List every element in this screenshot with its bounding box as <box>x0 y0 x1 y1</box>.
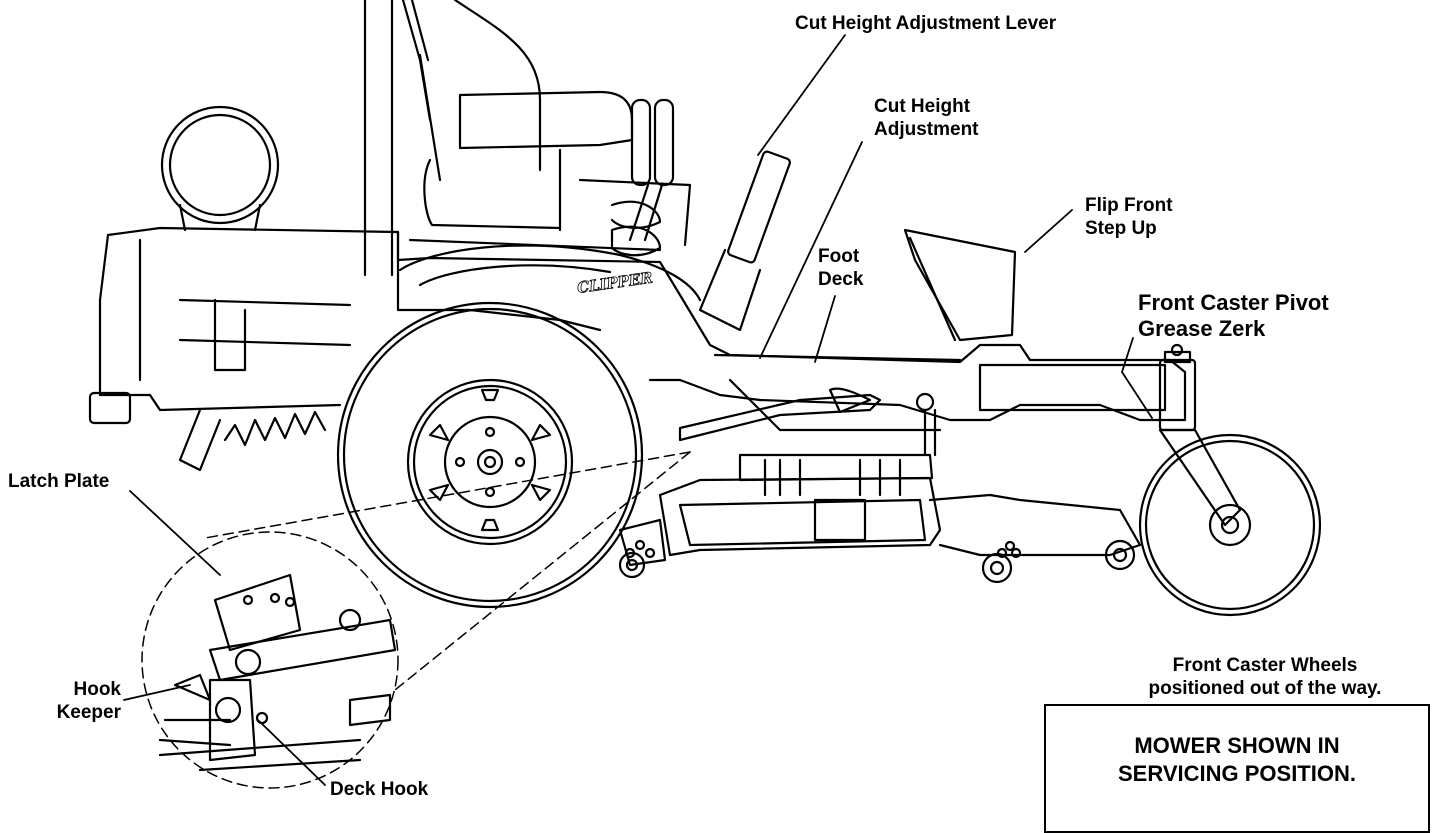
label-foot-deck: Foot Deck <box>818 246 864 290</box>
chassis-frame <box>88 226 1187 472</box>
fuel-cap <box>160 105 280 232</box>
label-cut-height-adjustment: Cut Height Adjustment <box>874 96 979 140</box>
cut-height-lever-part <box>698 150 791 332</box>
front-caster-assembly <box>978 343 1322 617</box>
anti-scalp-rollers <box>618 539 1136 584</box>
label-front-caster-wheels: Front Caster Wheels positioned out of th… <box>1148 655 1382 699</box>
callout-leaders <box>123 34 1153 786</box>
label-deck-hook: Deck Hook <box>330 779 429 800</box>
lift-arms <box>678 378 942 457</box>
detail-magnifier <box>141 451 691 789</box>
servicing-position-notice: MOWER SHOWN IN SERVICING POSITION. <box>1044 704 1430 833</box>
fender <box>398 244 702 302</box>
label-latch-plate: Latch Plate <box>8 471 110 492</box>
rear-drive-wheel <box>336 301 644 609</box>
detail-latch-hook <box>158 573 397 772</box>
foot-deck-part <box>713 228 1017 362</box>
spring <box>223 410 327 447</box>
label-flip-front-step: Flip Front Step Up <box>1085 195 1173 239</box>
label-hook-keeper: Hook Keeper <box>56 679 121 723</box>
control-levers <box>578 98 692 257</box>
operator-seat <box>418 0 634 232</box>
label-front-caster-pivot: Front Caster Pivot Grease Zerk <box>1138 290 1329 341</box>
label-cut-height-lever: Cut Height Adjustment Lever <box>795 13 1057 34</box>
mower-deck <box>618 453 1142 567</box>
brand-logo: CLIPPER <box>576 269 654 297</box>
